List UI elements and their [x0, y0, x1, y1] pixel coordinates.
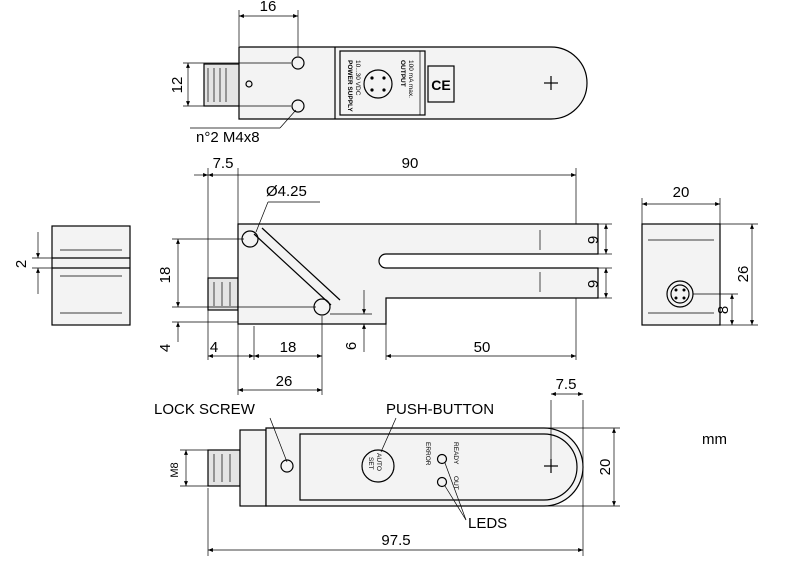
left-view: 2: [13, 225, 131, 326]
sensor-body-top: [238, 46, 588, 120]
side-view: 7.5 90 Ø4.25 18 4 9 9 4 18: [157, 155, 612, 395]
push-button[interactable]: [361, 449, 395, 483]
dim-6: 6: [343, 342, 360, 350]
dim-9-upper: 9: [585, 236, 602, 244]
mounting-hole-lower: [291, 99, 305, 113]
units-label: mm: [702, 431, 727, 448]
dim-26-vertical: 26: [735, 266, 752, 283]
led-ready-icon: [436, 453, 448, 465]
sensor-body-side: [237, 223, 599, 325]
front-panel: [299, 433, 578, 501]
bracket-edge: [261, 227, 341, 301]
sensor-body-bottom: [265, 427, 584, 507]
pin-icon: [382, 88, 386, 92]
connector-housing: [239, 429, 267, 507]
bottom-view: AUTO SET READY ERROR OUT LOCK SCREW PUSH…: [154, 376, 727, 556]
dim-20-bottom: 20: [597, 459, 614, 476]
dim-18-horizontal: 18: [280, 339, 297, 356]
dim-26-horizontal: 26: [276, 373, 293, 390]
pin-icon: [382, 76, 386, 80]
button-label-auto: AUTO: [375, 453, 382, 471]
label-plate: [339, 50, 426, 116]
label-push-button: PUSH-BUTTON: [386, 401, 494, 418]
ce-mark-icon: CE: [431, 77, 450, 93]
plate-power-value: 10...30 VDC: [354, 60, 361, 96]
m8-connector-top: [203, 63, 241, 107]
dim-20-end: 20: [673, 184, 690, 201]
dim-50: 50: [474, 339, 491, 356]
led-label-out: OUT: [452, 476, 459, 490]
pin-icon: [370, 76, 374, 80]
dim-4-vertical: 4: [157, 344, 174, 352]
lock-screw: [280, 459, 294, 473]
plate-power-title: POWER SUPPLY: [346, 60, 353, 112]
leader-line: [255, 201, 269, 233]
pin-icon: [674, 296, 678, 300]
sensor-left-view: [51, 225, 131, 326]
pin-icon: [682, 288, 686, 292]
bracket-edge: [253, 233, 332, 306]
connector-face-inner: [670, 284, 690, 304]
dim-7-5: 7.5: [213, 155, 234, 172]
dim-7-5-bottom: 7.5: [556, 376, 577, 393]
dim-12: 12: [169, 77, 186, 94]
label-lock-screw: LOCK SCREW: [154, 401, 256, 418]
lock-screw-top: [245, 80, 253, 88]
led-label-ready: READY: [452, 442, 459, 465]
dim-90: 90: [402, 155, 419, 172]
led-out-icon: [436, 476, 448, 488]
sensor-end-view: [641, 223, 721, 326]
plate-output-title: OUTPUT: [399, 60, 406, 87]
top-view: POWER SUPPLY 10...30 VDC OUTPUT 100 mA m…: [169, 0, 588, 146]
screw-label: n°2 M4x8: [196, 129, 260, 146]
ce-mark-box: [427, 65, 455, 103]
dim-18-vertical: 18: [157, 267, 174, 284]
dim-9-lower: 9: [585, 280, 602, 288]
mounting-hole-upper: [291, 56, 305, 70]
leader-line: [380, 417, 397, 453]
led-label-error: ERROR: [424, 442, 431, 466]
plate-output-value: 100 mA max.: [407, 60, 414, 98]
m8-connector-side: [207, 277, 239, 311]
button-label-set: SET: [367, 457, 374, 470]
leader-line: [444, 485, 467, 521]
dim-4-horizontal: 4: [210, 339, 218, 356]
dim-16: 16: [260, 0, 277, 15]
end-view: 20 26 8: [641, 184, 758, 326]
dim-97-5: 97.5: [381, 532, 410, 549]
label-leds: LEDS: [468, 515, 507, 532]
leader-line: [279, 109, 297, 129]
dim-hole-diameter: Ø4.25: [266, 183, 307, 200]
dim-8: 8: [715, 306, 732, 314]
pin-icon: [674, 288, 678, 292]
leader-line: [444, 462, 467, 521]
dim-2: 2: [13, 260, 30, 268]
m8-connector-bottom: [207, 449, 241, 487]
dim-m8: M8: [169, 462, 181, 477]
leader-line: [269, 417, 288, 463]
pin-icon: [682, 296, 686, 300]
pin-icon: [370, 88, 374, 92]
connector-pinout-icon: [363, 69, 393, 99]
